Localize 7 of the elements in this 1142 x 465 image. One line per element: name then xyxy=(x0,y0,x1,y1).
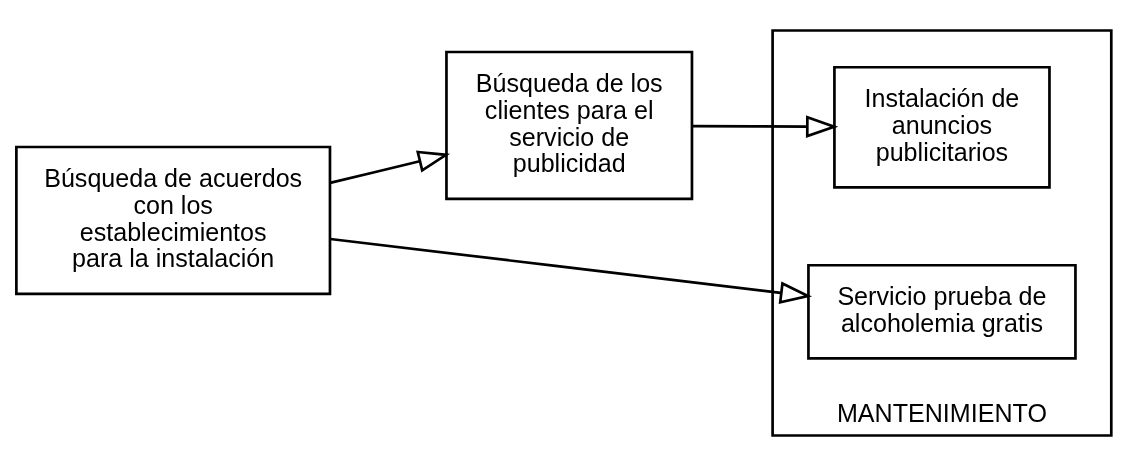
arrow xyxy=(330,237,813,304)
node-box: Servicio prueba de alcoholemia gratis xyxy=(807,263,1077,360)
node-box: Búsqueda de acuerdos con los establecimientos para la instalación xyxy=(15,145,332,295)
arrow xyxy=(692,114,839,138)
node-box: Instalación de anuncios publicitarios xyxy=(833,65,1051,189)
arrow xyxy=(329,150,451,184)
node-box: Búsqueda de los clientes para el servicio de publicidad xyxy=(445,50,694,200)
